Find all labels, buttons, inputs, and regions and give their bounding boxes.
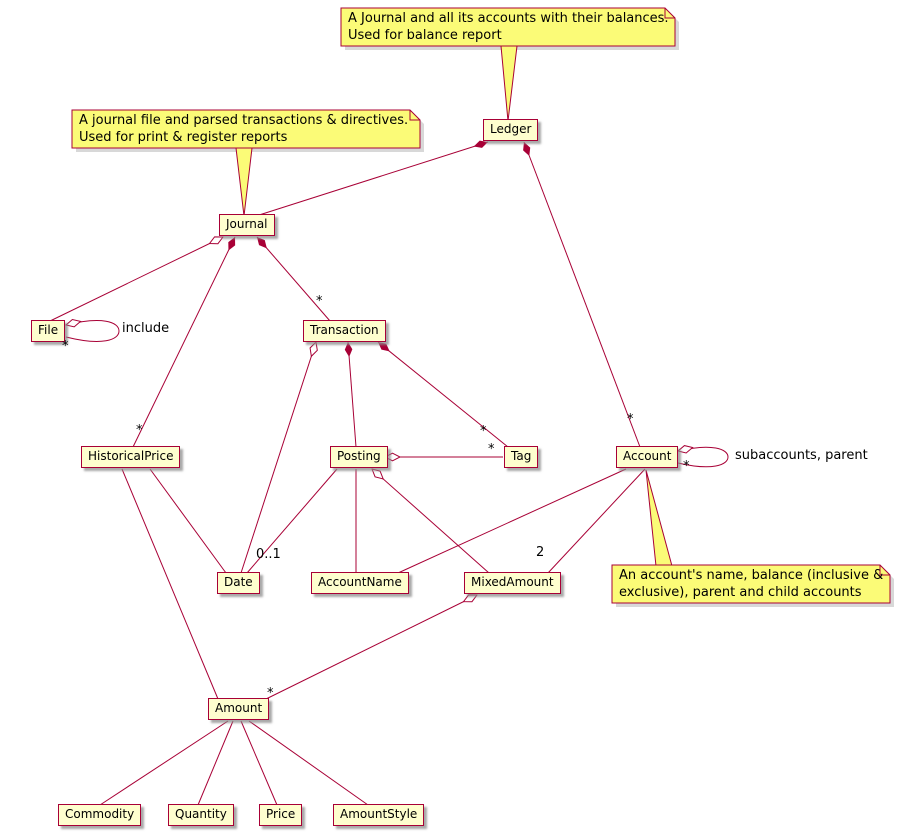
class-posting: Posting bbox=[330, 446, 388, 468]
note-body-ledger bbox=[340, 7, 676, 47]
note-ledger-line-2: Used for balance report bbox=[348, 28, 502, 43]
edge-mixedamount-amount bbox=[263, 595, 477, 701]
multiplicity-mixedamount-amount: * bbox=[267, 686, 274, 701]
class-transaction: Transaction bbox=[303, 320, 386, 342]
multiplicity-posting-tag: * bbox=[488, 442, 495, 457]
note-bodies bbox=[71, 7, 891, 604]
edge-label-include: include bbox=[122, 321, 170, 336]
edge-posting-mixedamount bbox=[372, 469, 490, 574]
note-ledger: A Journal and all its accounts with thei… bbox=[348, 10, 669, 44]
note-shadows bbox=[76, 12, 894, 607]
note-journal: A journal file and parsed transactions &… bbox=[79, 112, 408, 146]
class-accountname: AccountName bbox=[311, 572, 409, 594]
class-amount: Amount bbox=[208, 698, 270, 720]
multiplicity-posting-date: 0..1 bbox=[256, 547, 281, 562]
edge-amount-commodity bbox=[99, 720, 229, 806]
note-body-account bbox=[611, 564, 891, 604]
edge-account-accountname bbox=[397, 468, 627, 574]
relationship-edges bbox=[47, 140, 729, 806]
note-account-line-2: exclusive), parent and child accounts bbox=[619, 585, 862, 600]
note-fold-icon bbox=[879, 565, 890, 576]
edge-amount-price bbox=[240, 720, 278, 806]
edge-historicalprice-date bbox=[149, 468, 227, 574]
multiplicity-file-loop: * bbox=[62, 339, 69, 354]
edge-posting-date bbox=[246, 468, 338, 574]
note-journal-line-2: Used for print & register reports bbox=[79, 130, 288, 145]
edge-label-subaccounts-parent: subaccounts, parent bbox=[735, 448, 868, 463]
edge-ledger-account bbox=[523, 141, 641, 448]
class-price: Price bbox=[259, 804, 303, 826]
class-quantity: Quantity bbox=[168, 804, 234, 826]
class-tag: Tag bbox=[504, 446, 539, 468]
edge-journal-historicalprice bbox=[132, 236, 236, 448]
edge-journal-file bbox=[47, 237, 223, 323]
edge-amount-quantity bbox=[197, 720, 234, 806]
edge-amount-amountstyle bbox=[248, 720, 369, 806]
class-account: Account bbox=[616, 446, 679, 468]
note-fold-icon bbox=[664, 8, 675, 19]
edge-account-subaccounts-loop bbox=[678, 447, 729, 468]
edge-ledger-journal bbox=[255, 140, 489, 217]
class-file: File bbox=[31, 320, 66, 342]
edge-transaction-posting bbox=[344, 341, 357, 448]
class-ledger: Ledger bbox=[483, 119, 539, 141]
note-journal-line-1: A journal file and parsed transactions &… bbox=[79, 113, 409, 128]
class-amountstyle: AmountStyle bbox=[333, 804, 425, 826]
note-ledger-line-1: A Journal and all its accounts with thei… bbox=[348, 11, 669, 26]
class-commodity: Commodity bbox=[58, 804, 142, 826]
note-connector-ledger bbox=[500, 45, 518, 122]
note-fold-icon bbox=[409, 110, 420, 121]
note-connector-account bbox=[645, 469, 673, 567]
class-mixedamount: MixedAmount bbox=[464, 572, 561, 594]
edge-transaction-date bbox=[240, 342, 316, 574]
edge-account-mixedamount bbox=[547, 468, 646, 574]
note-connectors bbox=[235, 45, 673, 567]
class-date: Date bbox=[217, 572, 260, 594]
note-account-line-1: An account's name, balance (inclusive & bbox=[619, 568, 884, 583]
multiplicity-account-mixedamount: 2 bbox=[536, 545, 545, 560]
multiplicity-journal-transaction: * bbox=[316, 294, 323, 309]
multiplicity-ledger-account: * bbox=[627, 412, 634, 427]
edge-historicalprice-amount bbox=[121, 468, 219, 700]
multiplicity-journal-historicalprice: * bbox=[136, 423, 143, 438]
note-account: An account's name, balance (inclusive & … bbox=[619, 567, 883, 601]
multiplicity-transaction-tag: * bbox=[480, 424, 487, 439]
note-body-journal bbox=[71, 109, 421, 149]
class-historicalprice: HistoricalPrice bbox=[81, 446, 181, 468]
multiplicity-account-loop: * bbox=[683, 459, 690, 474]
class-journal: Journal bbox=[219, 214, 275, 236]
edge-journal-transaction bbox=[256, 236, 331, 322]
edge-file-include-loop bbox=[66, 321, 120, 342]
edge-transaction-tag bbox=[377, 341, 509, 448]
note-connector-journal bbox=[235, 147, 253, 217]
